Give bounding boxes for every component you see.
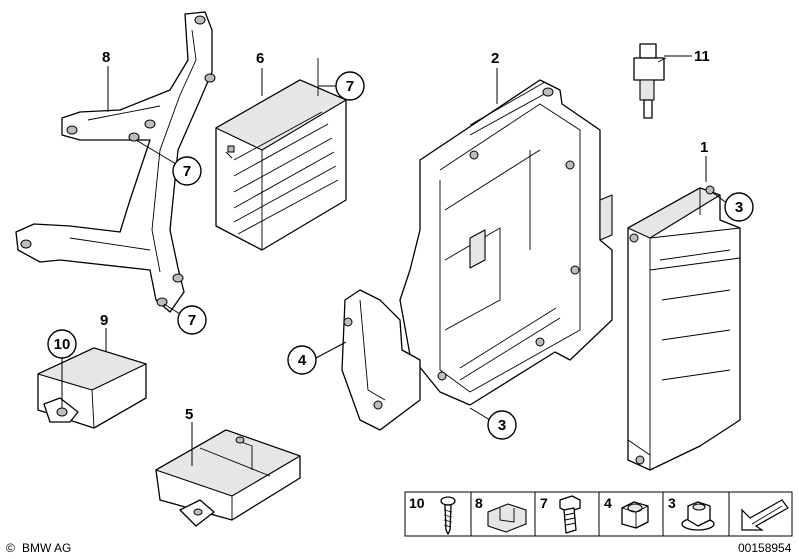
callout-3-right bbox=[724, 192, 754, 222]
part-4-bracket bbox=[341, 289, 421, 431]
legend-number-10: 10 bbox=[409, 495, 425, 511]
brand-name: BMW AG bbox=[22, 541, 71, 555]
callout-number: 3 bbox=[498, 417, 506, 434]
callout-7-bracket bbox=[172, 156, 202, 186]
part-9-module bbox=[37, 347, 147, 429]
footer: © BMW AG 00158954 bbox=[6, 541, 792, 555]
diagram-id: 00158954 bbox=[738, 541, 792, 555]
part-8-bracket bbox=[15, 11, 216, 313]
legend-number-7: 7 bbox=[540, 495, 548, 511]
callout-4 bbox=[287, 345, 317, 375]
label-part-6: 6 bbox=[256, 50, 264, 67]
label-part-5: 5 bbox=[185, 406, 193, 423]
callout-7-top bbox=[335, 71, 365, 101]
fastener-legend: 10 8 7 4 3 bbox=[404, 491, 793, 537]
part-6-module bbox=[215, 58, 347, 251]
callout-number: 10 bbox=[54, 336, 71, 353]
label-part-9: 9 bbox=[100, 312, 108, 329]
arrow-icon bbox=[741, 499, 789, 531]
screw-icon bbox=[440, 496, 456, 535]
nut-icon bbox=[621, 501, 649, 529]
legend-number-4: 4 bbox=[604, 495, 612, 511]
callout-number: 7 bbox=[346, 78, 354, 95]
callout-number: 7 bbox=[183, 163, 191, 180]
copyright-symbol: © bbox=[6, 541, 15, 555]
flange-nut-icon bbox=[681, 501, 715, 531]
callout-number: 7 bbox=[188, 312, 196, 329]
callout-10 bbox=[47, 329, 77, 359]
bolt-icon bbox=[559, 495, 581, 534]
callout-7-bottom bbox=[177, 305, 207, 335]
callout-3-bottom bbox=[487, 410, 517, 440]
callouts: 8 6 2 11 1 9 5 7 7 7 3 bbox=[47, 48, 754, 466]
label-part-1: 1 bbox=[700, 139, 708, 156]
part-5-module bbox=[155, 429, 301, 527]
legend-number-8: 8 bbox=[475, 495, 483, 511]
label-part-11: 11 bbox=[694, 48, 710, 65]
clip-icon bbox=[487, 503, 527, 533]
callout-number: 3 bbox=[735, 199, 743, 216]
callout-number: 4 bbox=[298, 352, 307, 369]
legend-number-3: 3 bbox=[668, 495, 676, 511]
part-2-carrier bbox=[399, 79, 613, 406]
part-1-control-unit bbox=[627, 185, 741, 471]
label-part-8: 8 bbox=[102, 49, 110, 66]
part-11-sensor bbox=[633, 43, 667, 119]
label-part-2: 2 bbox=[491, 50, 499, 67]
